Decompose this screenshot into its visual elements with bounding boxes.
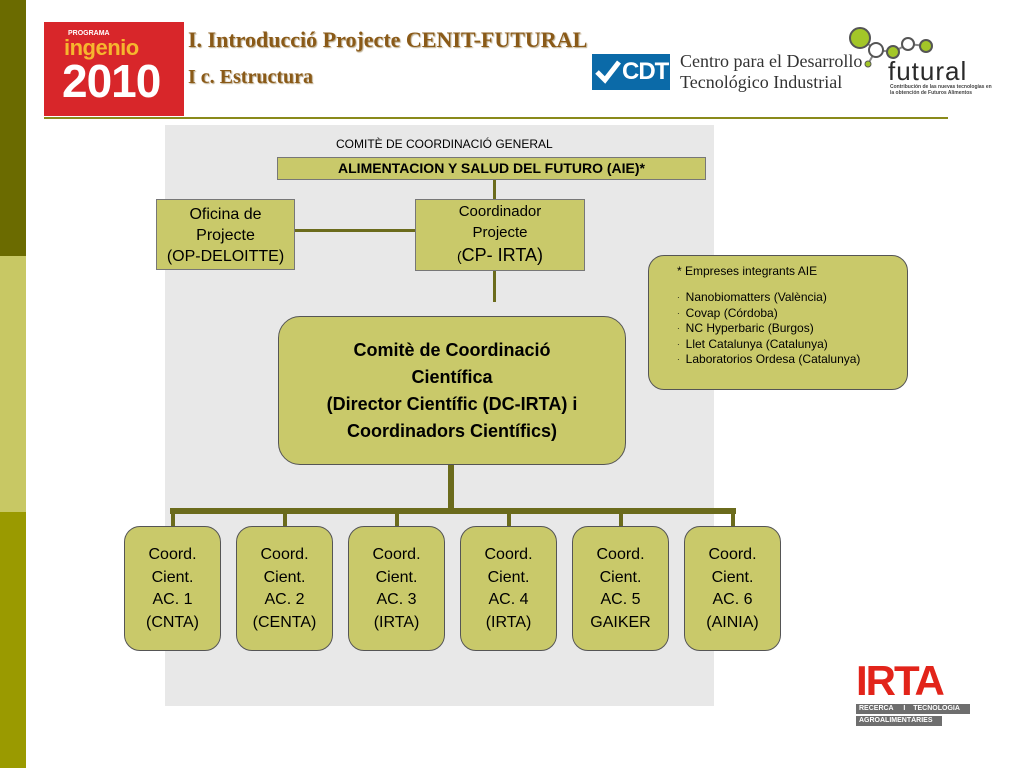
irta-sub-row1: RECERCA I TECNOLOGIA [856,704,970,714]
coord-ac3-line-1: Coord. [372,546,421,563]
cdti-check-icon [595,60,621,84]
company-name: NC Hyperbaric (Burgos) [685,321,814,335]
coordinador-line-3: CP- IRTA) [461,245,543,265]
coord-ac4-line-4: (IRTA) [485,613,532,631]
aie-companies-box: * Empreses integrants AIE ·Nanobiomatter… [648,255,908,390]
oficina-projecte-box: Oficina de Projecte (OP-DELOITTE) [156,199,295,270]
coord-ac2-line-1: Coord. [260,546,309,563]
general-committee-label: COMITÈ DE COORDINACIÓ GENERAL [336,137,553,151]
coord-ac1-line-4: (CNTA) [145,613,200,631]
company-name: Llet Catalunya (Catalunya) [685,336,828,351]
stripe-middle [0,256,26,512]
coordinador-projecte-box: Coordinador Projecte (CP- IRTA) [415,199,585,271]
coord-ac2-line-3: AC. 2 [264,591,305,608]
stripe-bottom [0,512,26,768]
connector-coordinador-to-comite [493,270,496,302]
futural-circles-icon [849,27,933,68]
coord-ac2-box: Coord. Cient. AC. 2 (CENTA) [236,526,333,651]
coord-ac5-box: Coord. Cient. AC. 5 GAIKER [572,526,669,651]
irta-sub-row2: AGROALIMENTÀRIES [856,716,942,726]
aie-box: ALIMENTACION Y SALUD DEL FUTURO (AIE)* [277,157,706,180]
cdti-name-line1: Centro para el Desarrollo [680,51,863,71]
coord-ac6-line-3: AC. 6 [712,591,753,608]
coord-ac4-box: Coord. Cient. AC. 4 (IRTA) [460,526,557,651]
connector-aie-to-coordinador [493,180,496,200]
connector-ac1 [171,512,175,526]
coordinador-line-2: Projecte [472,224,528,241]
oficina-line-2: Projecte [196,227,255,244]
coord-ac2-line-2: Cient. [263,568,306,586]
futural-logo-name: futural [888,56,968,86]
irta-sub-4: AGROALIMENTÀRIES [859,717,933,724]
scientific-committee-box: Comitè de Coordinació Científica (Direct… [278,316,626,465]
ingenio-logo-name: ingenio [64,35,139,60]
coord-ac6-line-2: Cient. [711,568,754,586]
irta-sub-3: TECNOLOGIA [913,705,960,712]
company-item: ·Laboratorios Ordesa (Catalunya) [677,352,861,366]
stripe-top [0,0,26,256]
coord-ac1-line-3: AC. 1 [152,591,193,608]
irta-sub-1: RECERCA [859,705,894,712]
coordinador-line-1: Coordinador [458,203,542,220]
coord-ac5-line-3: AC. 5 [600,591,641,608]
coord-ac1-line-1: Coord. [148,546,197,563]
cdti-logo-abbr: CDTI [622,58,675,85]
ingenio-logo-year: 2010 [62,55,161,107]
irta-logo-name: IRTA [856,657,945,704]
coord-ac5-line-1: Coord. [596,546,645,563]
company-name: Laboratorios Ordesa (Catalunya) [685,352,861,366]
coord-ac3-line-3: AC. 3 [376,591,417,608]
slide-subtitle: I c. Estructura [188,66,313,88]
header-divider [44,117,948,119]
coordinators-bus [170,508,736,514]
company-name: Nanobiomatters (València) [685,290,827,304]
irta-sub-2: I [903,705,906,712]
company-item: ·Llet Catalunya (Catalunya) [677,336,828,351]
connector-ac3 [395,512,399,526]
aie-companies-list: ·Nanobiomatters (València) ·Covap (Córdo… [677,290,907,368]
coord-ac4-line-1: Coord. [484,546,533,563]
coordinador-paren: ( [456,248,462,264]
coord-ac1-line-2: Cient. [151,568,194,586]
futural-tagline-1: Contribución de las nuevas tecnologías e… [890,84,992,90]
coord-ac5-line-2: Cient. [599,568,642,586]
connector-ac2 [283,512,287,526]
aie-companies-title: * Empreses integrants AIE [677,264,818,278]
irta-logo: IRTA RECERCA I TECNOLOGIA AGROALIMENTÀRI… [856,658,972,728]
ingenio-logo-top: PROGRAMA [68,30,110,37]
oficina-line-1: Oficina de [189,206,262,223]
futural-tagline-2: la obtención de Futuros Alimentos [890,90,973,96]
connector-ac4 [507,512,511,526]
coord-ac5-line-4: GAIKER [590,613,651,631]
comite-line-2: Científica [411,367,493,387]
comite-line-1: Comitè de Coordinació [353,340,551,360]
company-name: Covap (Córdoba) [685,305,778,320]
coord-ac3-line-4: (IRTA) [373,613,420,631]
coord-ac6-line-1: Coord. [708,546,757,563]
oficina-line-3: (OP-DELOITTE) [166,248,285,265]
cdti-logo: CDTI [592,54,675,90]
comite-line-4: Coordinadors Científics) [346,421,557,441]
coord-ac3-line-2: Cient. [375,568,418,586]
slide-title: I. Introducció Projecte CENIT-FUTURAL [188,27,588,52]
connector-ac6 [731,512,735,526]
aie-box-label: ALIMENTACION Y SALUD DEL FUTURO (AIE)* [338,160,645,176]
coord-ac3-box: Coord. Cient. AC. 3 (IRTA) [348,526,445,651]
coord-ac1-box: Coord. Cient. AC. 1 (CNTA) [124,526,221,651]
company-item: ·Covap (Córdoba) [677,305,778,320]
cdti-name-line2: Tecnológico Industrial [680,72,843,92]
company-item: ·NC Hyperbaric (Burgos) [677,321,814,335]
connector-comite-to-bus [448,464,454,512]
coord-ac6-box: Coord. Cient. AC. 6 (AINIA) [684,526,781,651]
comite-line-3: (Director Científic (DC-IRTA) i [326,394,578,414]
coord-ac4-line-2: Cient. [487,568,530,586]
coord-ac6-line-4: (AINIA) [706,613,759,631]
coord-ac2-line-4: (CENTA) [252,613,317,631]
coord-ac4-line-3: AC. 4 [488,591,529,608]
connector-ac5 [619,512,623,526]
connector-oficina-to-coordinador [295,229,416,232]
company-item: ·Nanobiomatters (València) [677,290,827,304]
ingenio-2010-logo: PROGRAMA ingenio 2010 [44,22,184,116]
